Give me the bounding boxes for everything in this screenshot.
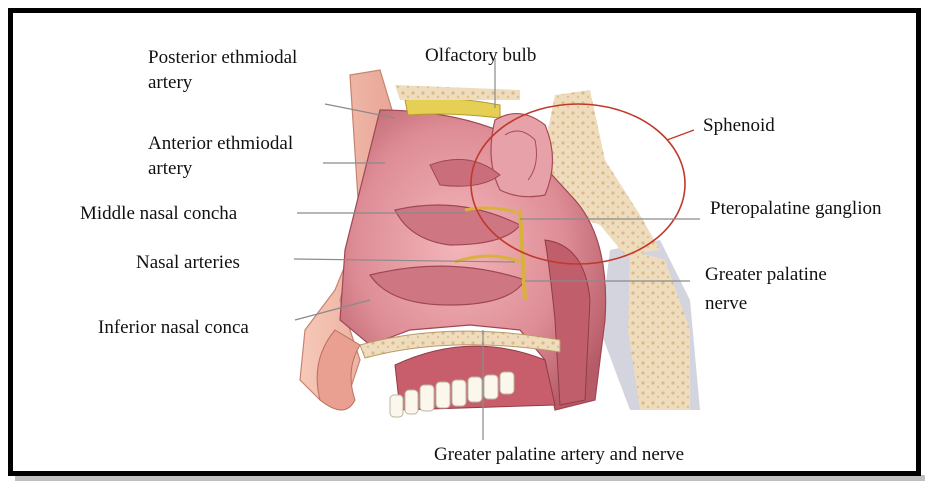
label-line: Anterior ethmiodal xyxy=(148,131,293,156)
label-line: nerve xyxy=(705,291,827,316)
label-line: Posterior ethmiodal xyxy=(148,45,297,70)
sphenoid-sinus xyxy=(491,114,553,197)
label-line: Greater palatine xyxy=(705,262,827,287)
cribriform-bone xyxy=(395,85,520,100)
label-anterior-ethmoidal-artery: Anterior ethmiodal artery xyxy=(148,131,293,181)
label-olfactory-bulb: Olfactory bulb xyxy=(425,43,536,68)
label-inferior-nasal-conca: Inferior nasal conca xyxy=(98,315,249,340)
label-posterior-ethmoidal-artery: Posterior ethmiodal artery xyxy=(148,45,297,95)
label-greater-palatine-artery-and-nerve: Greater palatine artery and nerve xyxy=(434,442,684,467)
label-greater-palatine-nerve: Greater palatine nerve xyxy=(705,262,827,316)
label-sphenoid: Sphenoid xyxy=(703,113,775,138)
vertebra-bone xyxy=(628,250,690,410)
label-nasal-arteries: Nasal arteries xyxy=(136,250,240,275)
label-pteropalatine-ganglion: Pteropalatine ganglion xyxy=(710,196,881,221)
label-middle-nasal-concha: Middle nasal concha xyxy=(80,201,237,226)
label-line: artery xyxy=(148,156,293,181)
label-line: artery xyxy=(148,70,297,95)
